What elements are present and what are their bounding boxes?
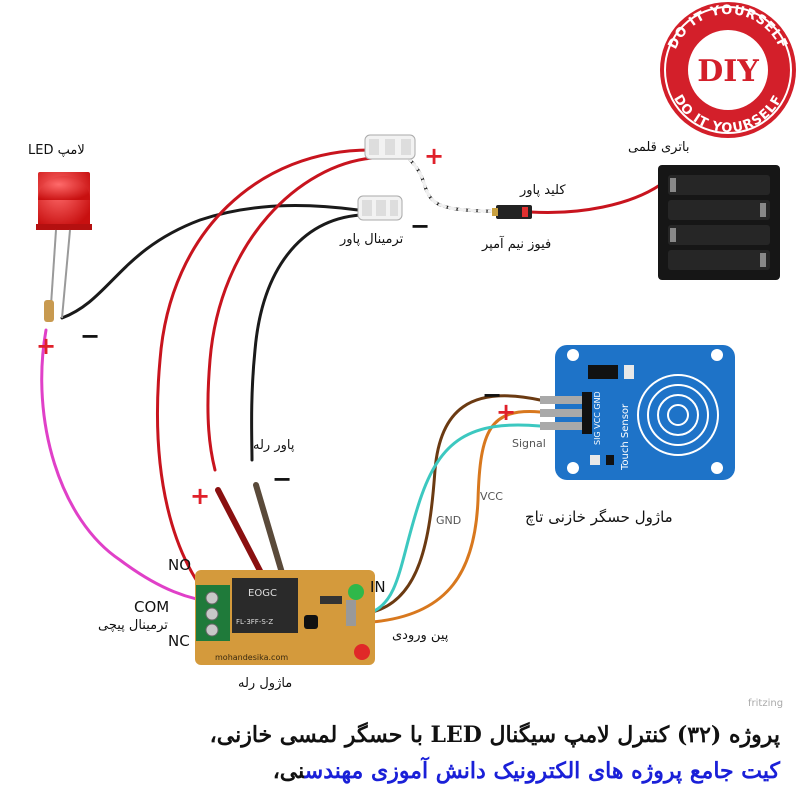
- sensor-board-label: Touch Sensor: [620, 403, 631, 471]
- input-pin-label: پین ورودی: [392, 628, 449, 643]
- wire-black-relay: [250, 213, 362, 462]
- battery-holder: [658, 165, 780, 280]
- power-terminal-label: ترمینال پاور: [340, 232, 404, 247]
- relay-module: EOGC FL-3FF-S-Z mohandesika.com: [195, 570, 375, 665]
- relay-power-label: پاور رله: [253, 438, 295, 453]
- relay-model: FL-3FF-S-Z: [236, 618, 273, 626]
- fuse-label: فیوز نیم آمپر: [482, 237, 552, 252]
- nc-pin-label: NC: [168, 632, 190, 650]
- sensor-pin-labels: SIG VCC GND: [593, 391, 602, 445]
- caption-line-2-text: کیت جامع پروژه های الکترونیک دانش آموزی …: [304, 758, 780, 784]
- relay-brand: EOGC: [248, 588, 277, 599]
- wire-red-com: [156, 148, 372, 612]
- fritzing-watermark: fritzing: [748, 698, 784, 709]
- wire-gnd: [370, 394, 542, 614]
- in-pin-label: IN: [370, 578, 386, 596]
- minus-sign-relay: −: [272, 465, 293, 493]
- plus-sign-sensor: +: [496, 398, 517, 426]
- caption-line-2: کیت جامع پروژه های الکترونیک دانش آموزی …: [0, 758, 780, 784]
- minus-sign-sensor: −: [482, 381, 503, 409]
- wire-vcc: [370, 410, 542, 624]
- led-lamp: [36, 172, 92, 322]
- led-lamp-label: لامپ LED: [28, 143, 85, 158]
- signal-label: Signal: [512, 437, 546, 450]
- relay-url: mohandesika.com: [215, 653, 288, 662]
- vcc-label: VCC: [480, 490, 503, 503]
- screw-terminal-label: ترمینال پیچی: [98, 618, 168, 633]
- wire-red-relay: [206, 156, 374, 472]
- power-terminals: [357, 134, 416, 221]
- diy-logo: DIY DO IT YOURSELF DO IT YOURSELF: [660, 2, 796, 138]
- touch-sensor-module: SIG VCC GND Touch Sensor: [540, 345, 735, 480]
- plus-sign-terminal: +: [424, 142, 445, 170]
- no-pin-label: NO: [168, 556, 192, 574]
- relay-module-label: ماژول رله: [238, 676, 293, 691]
- touch-module-label: ماژول حسگر خازنی تاچ: [525, 508, 673, 526]
- plus-sign-relay: +: [190, 482, 211, 510]
- power-switch-label: کلید پاور: [520, 183, 566, 198]
- wire-led-minus: [60, 204, 360, 320]
- wire-signal: [370, 423, 542, 614]
- power-switch: [492, 205, 532, 219]
- minus-sign-terminal: −: [410, 212, 431, 240]
- battery-label: باتری قلمی: [628, 140, 690, 155]
- caption-line-1: پروژه (۳۲) کنترل لامپ سیگنال LED با حسگر…: [209, 722, 780, 748]
- com-pin-label: COM: [134, 598, 170, 616]
- caption-line-2-tail: نی،: [272, 758, 305, 784]
- gnd-label: GND: [436, 514, 462, 527]
- minus-sign-led: −: [80, 322, 101, 350]
- logo-main-text: DIY: [697, 54, 759, 89]
- plus-sign-led: +: [36, 332, 57, 360]
- wire-pink: [40, 328, 222, 605]
